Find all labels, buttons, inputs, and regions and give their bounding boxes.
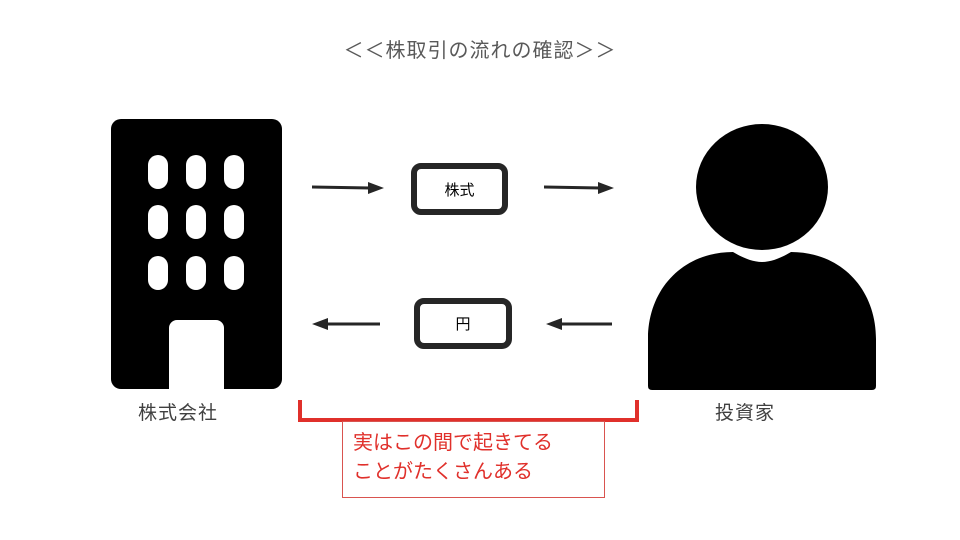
door-icon: [169, 320, 224, 392]
page-title: ＜＜株取引の流れの確認＞＞: [343, 38, 617, 62]
window-icon: [186, 155, 206, 189]
stock-tag: 株式: [411, 163, 508, 215]
stock-tag-label: 株式: [444, 180, 475, 199]
window-icon: [186, 256, 206, 290]
person-icon: [648, 124, 876, 390]
window-icon: [186, 205, 206, 239]
yen-tag: 円: [414, 298, 512, 349]
arrow-right-icon: [312, 182, 384, 194]
window-icon: [148, 205, 168, 239]
window-icon: [224, 205, 244, 239]
window-icon: [224, 155, 244, 189]
arrow-right-icon: [544, 182, 614, 194]
building-icon: [111, 119, 282, 392]
window-icon: [148, 155, 168, 189]
note-line-2: ことがたくさんある: [353, 459, 533, 483]
investor-label: 投資家: [715, 402, 776, 424]
arrow-left-icon: [312, 318, 380, 330]
red-bracket: [298, 400, 639, 422]
note-line-1: 実はこの間で起きてる: [353, 430, 553, 454]
arrow-left-icon: [546, 318, 612, 330]
window-icon: [224, 256, 244, 290]
yen-tag-label: 円: [455, 315, 471, 333]
company-label: 株式会社: [138, 402, 219, 424]
window-icon: [148, 256, 168, 290]
note-box: 実はこの間で起きてる ことがたくさんある: [342, 421, 605, 498]
